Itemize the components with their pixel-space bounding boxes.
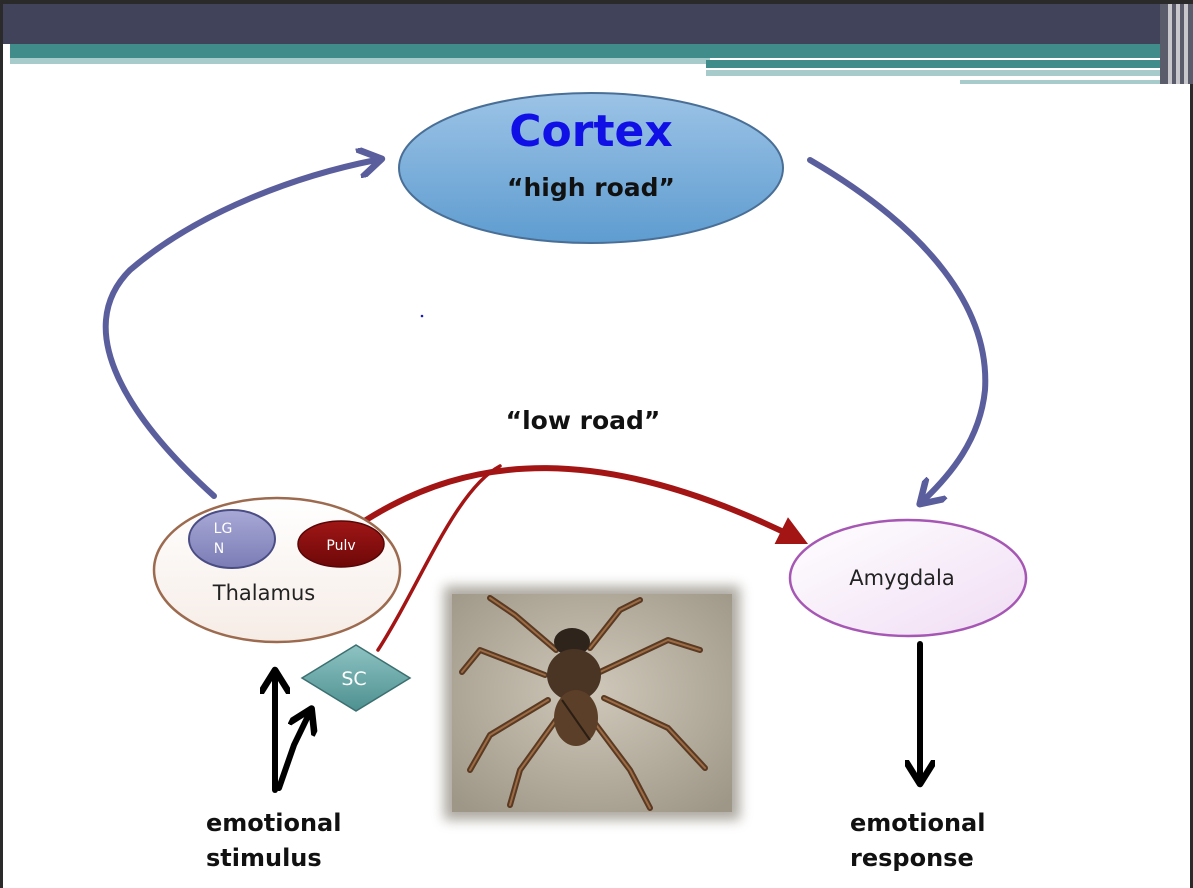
high-road-arrow-thalamus-to-cortex (106, 160, 376, 496)
stimulus-arrow-to-sc (279, 714, 309, 788)
low-road-arrow-thalamus-to-amygdala (366, 468, 800, 540)
response-caption-line1: emotional (850, 809, 985, 837)
stimulus-caption-line1: emotional (206, 809, 341, 837)
low-road-label: “low road” (506, 406, 661, 435)
high-road-arrow-cortex-to-amygdala (810, 160, 985, 500)
cortex-node: Cortex “high road” (399, 93, 783, 243)
cortex-subtitle: “high road” (507, 173, 675, 202)
lgn-label-line2: N (214, 541, 224, 557)
response-caption-line2: response (850, 844, 974, 872)
header-bars (0, 0, 1193, 84)
cortex-title: Cortex (509, 106, 672, 157)
lgn-node: LG N (189, 510, 275, 568)
amygdala-label: Amygdala (849, 566, 954, 590)
lgn-label-line1: LG (214, 521, 233, 537)
stimulus-caption-line2: stimulus (206, 844, 322, 872)
thalamus-label: Thalamus (212, 581, 315, 605)
thalamus-node: Thalamus (154, 498, 400, 642)
sc-node: SC (302, 645, 410, 711)
amygdala-node: Amygdala (790, 520, 1026, 636)
pulv-node: Pulv (298, 521, 384, 567)
pulv-label: Pulv (326, 538, 355, 554)
spider-photo (444, 586, 740, 820)
sc-label: SC (341, 668, 366, 690)
stray-dot (421, 315, 424, 318)
